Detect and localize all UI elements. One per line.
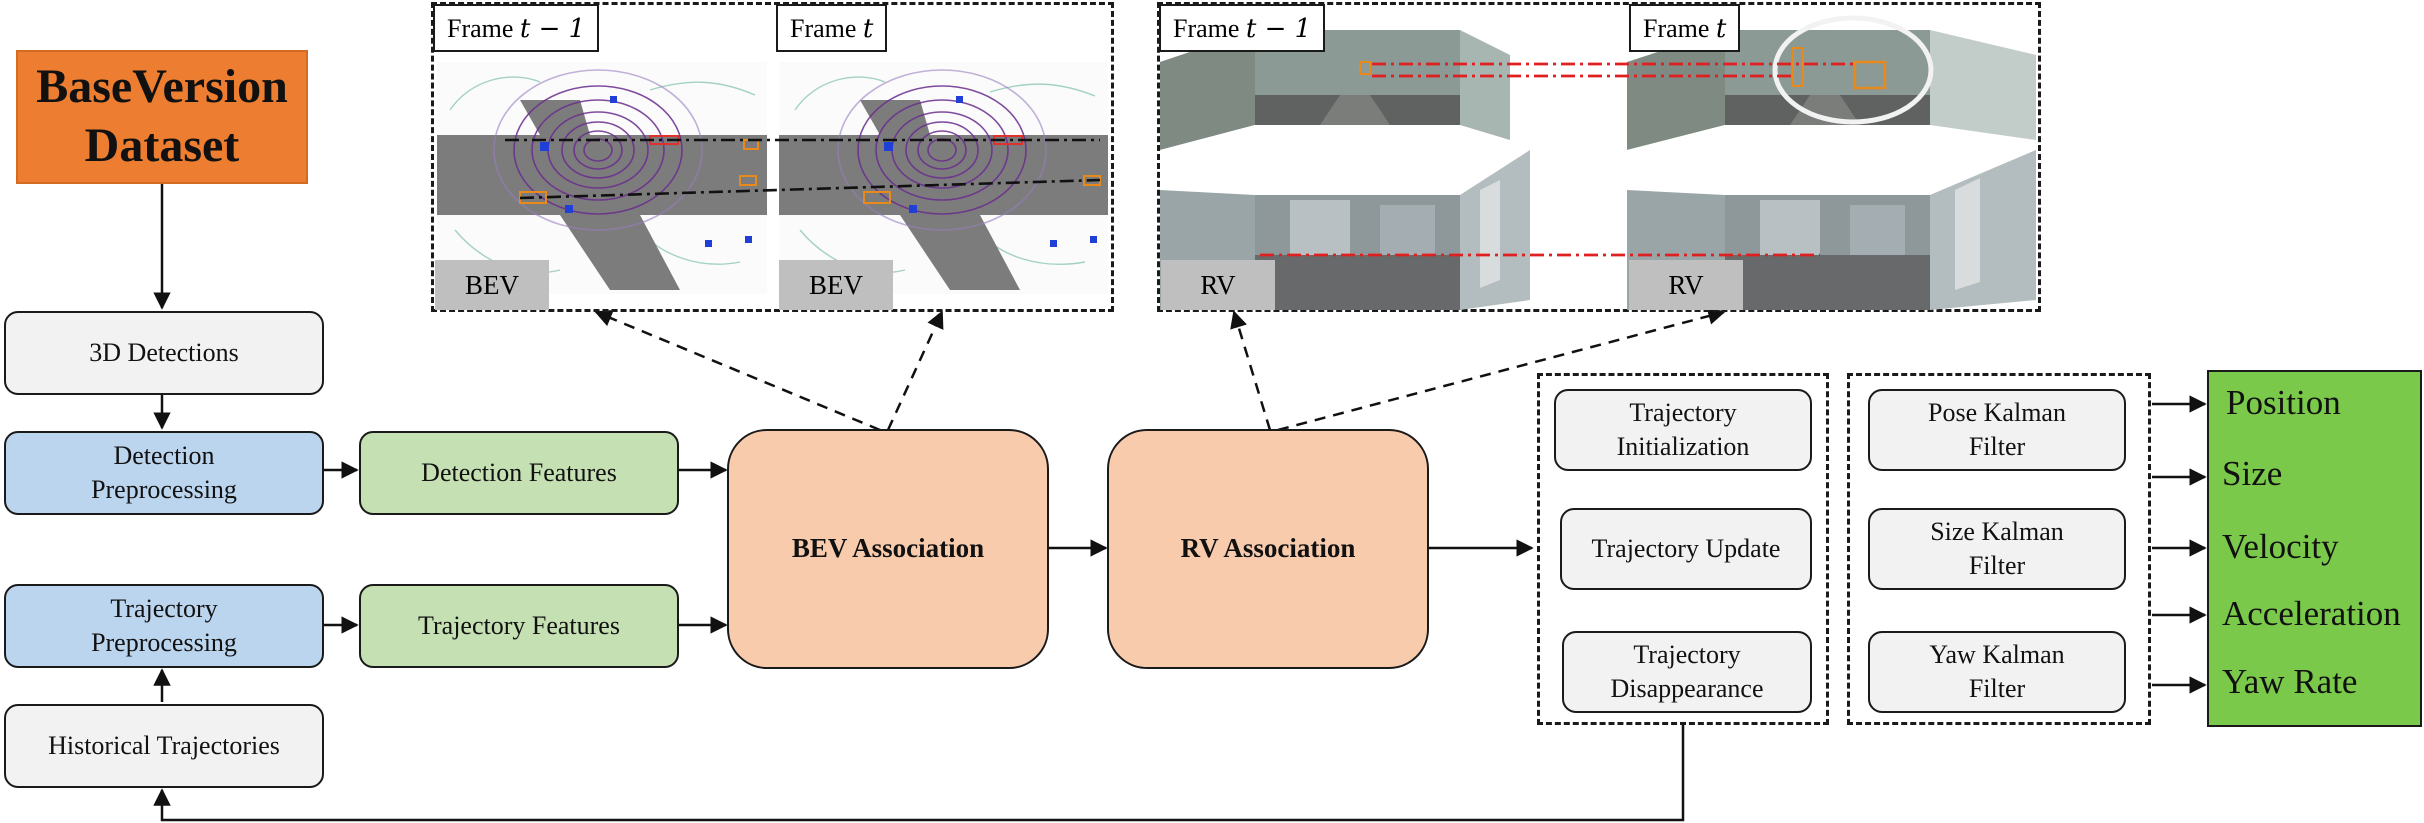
rv-frame-curr-label: Frame t [1629,4,1741,52]
rv-match-lines [1260,62,1858,257]
bev-frames-panel [431,2,1114,312]
rv-frames-panel [1157,2,2041,312]
detections-label: 3D Detections [89,338,239,368]
bev-association-label: BEV Association [791,533,985,564]
yaw-line1: Yaw Kalman [1929,640,2065,670]
pose-line1: Pose Kalman [1928,398,2066,428]
yaw-kalman-filter-box: Yaw Kalman Filter [1868,631,2126,713]
output-size: Size [2222,454,2283,493]
bev-frame-prev-label: Frame t − 1 [433,4,600,52]
detection-features-box: Detection Features [359,431,679,515]
kalman-filter-group [1847,373,2151,725]
trajectory-features-label: Trajectory Features [418,611,620,641]
dashed-arrow-rv-to-panel-right [1277,307,1726,432]
det-pre-line2: Preprocessing [91,475,237,504]
detections-box: 3D Detections [4,311,324,395]
trajectory-lifecycle-group [1537,373,1829,725]
detection-preprocessing-box: Detection Preprocessing [4,431,324,515]
yaw-line2: Filter [1968,674,2026,703]
trajectory-features-box: Trajectory Features [359,584,679,668]
detection-features-label: Detection Features [421,458,617,488]
bev-association-box: BEV Association [727,429,1049,669]
trajectory-disappearance-box: Trajectory Disappearance [1562,631,1812,713]
historical-trajectories-box: Historical Trajectories [4,704,324,788]
update-label: Trajectory Update [1591,534,1781,564]
dashed-arrow-rv-to-panel-left [1230,310,1272,431]
dis-line1: Trajectory [1633,640,1741,670]
pose-kalman-filter-box: Pose Kalman Filter [1868,389,2126,471]
dashed-arrow-bev-to-panel-right [886,310,944,431]
pose-line2: Filter [1968,432,2026,461]
det-pre-line1: Detection [113,441,215,471]
historical-label: Historical Trajectories [48,731,280,761]
rv-frame-prev-label: Frame t − 1 [1159,4,1326,52]
output-position: Position [2226,383,2341,422]
size-line1: Size Kalman [1930,517,2064,547]
dataset-title-line2: Dataset [84,119,240,172]
output-velocity: Velocity [2222,527,2339,566]
trajectory-preprocessing-box: Trajectory Preprocessing [4,584,324,668]
trajectory-initialization-box: Trajectory Initialization [1554,389,1812,471]
dataset-title-line1: BaseVersion [36,60,288,114]
dis-line2: Disappearance [1610,674,1764,703]
dataset-block: BaseVersion Dataset [16,50,308,184]
bev-view-label-curr: BEV [779,260,893,310]
size-line2: Filter [1968,551,2026,580]
trajectory-update-box: Trajectory Update [1560,508,1812,590]
bev-match-lines [505,138,1101,200]
traj-pre-line2: Preprocessing [91,628,237,657]
rv-view-label-prev: RV [1161,260,1275,310]
init-line2: Initialization [1616,432,1750,461]
output-states-box [2207,370,2422,727]
bev-frame-curr-label: Frame t [776,4,888,52]
rv-frame-curr-cube [1627,15,2036,310]
bev-frame-prev-map [437,62,767,294]
rv-association-box: RV Association [1107,429,1429,669]
init-line1: Trajectory [1629,398,1737,428]
dashed-arrow-bev-to-panel-left [594,309,881,432]
rv-association-label: RV Association [1180,533,1356,564]
bev-view-label-prev: BEV [435,260,549,310]
output-acceleration: Acceleration [2222,594,2401,633]
feedback-loop-arrow [153,725,1685,822]
traj-pre-line1: Trajectory [110,594,218,624]
rv-view-label-curr: RV [1629,260,1743,310]
output-yaw-rate: Yaw Rate [2222,662,2358,701]
size-kalman-filter-box: Size Kalman Filter [1868,508,2126,590]
